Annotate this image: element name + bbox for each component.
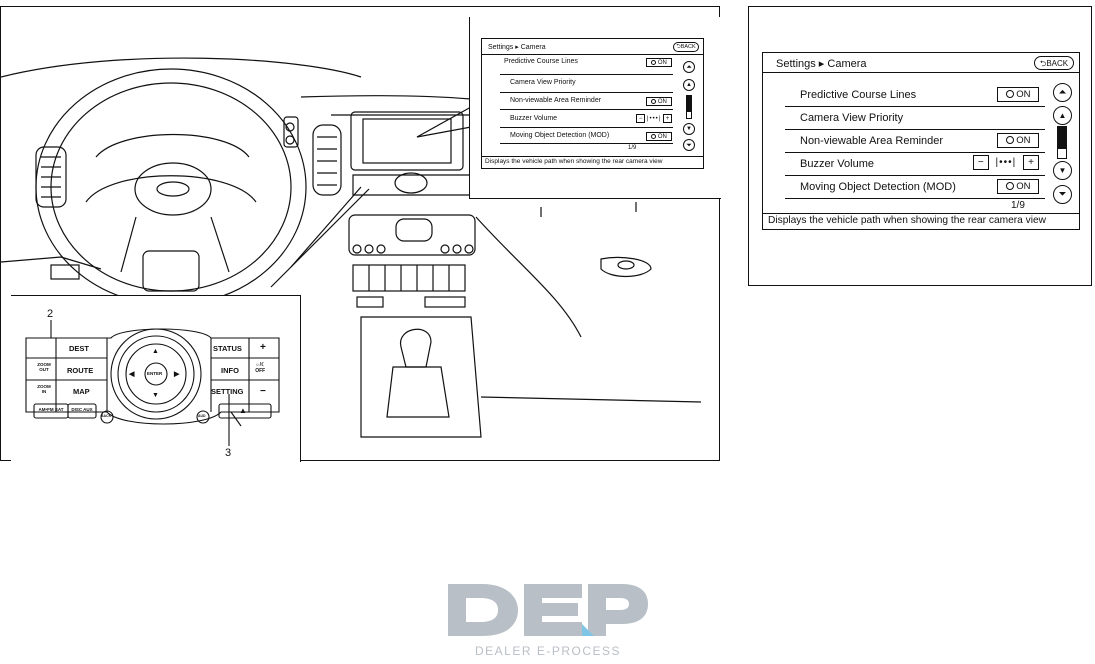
dep-tagline: DEALER E-PROCESS [474,644,622,658]
hazard-icon[interactable]: ▲ [239,406,247,415]
scrollbar-thumb[interactable] [1058,127,1066,149]
down-arrow-icon[interactable]: ▼ [152,392,159,399]
menu-item-moving-object-detection[interactable]: Moving Object Detection (MOD) ON [800,179,1039,197]
disc-aux-button[interactable]: DISC AUX [71,407,93,412]
aud-key[interactable]: AUD [198,414,206,418]
volume-down-button[interactable]: − [636,114,646,123]
page-up-icon[interactable]: ⏶ [683,61,695,73]
toggle-on[interactable]: ON [997,87,1039,102]
info-button[interactable]: INFO [221,366,239,375]
zoom-in-button[interactable]: ZOOM IN [37,384,51,394]
minus-button[interactable]: − [260,386,266,397]
scroll-down-icon[interactable]: ▼ [683,123,695,135]
nav-screen-small: Settings ▸ Camera ⮌BACK Predictive Cours… [481,38,704,169]
scroll-up-icon[interactable]: ▲ [1053,106,1072,125]
toggle-on[interactable]: ON [997,133,1039,148]
callout-3: 3 [225,447,232,459]
scrollbar[interactable] [1057,126,1067,159]
menu-item-non-viewable-area-reminder[interactable]: Non-viewable Area Reminder ON [510,97,672,111]
volume-up-button[interactable]: + [1023,155,1039,170]
scroll-up-icon[interactable]: ▲ [683,79,695,91]
dep-logo: DEALER E-PROCESS [446,580,650,662]
left-arrow-icon[interactable]: ◀ [129,371,135,378]
toggle-on[interactable]: ON [997,179,1039,194]
toggle-on[interactable]: ON [646,97,672,106]
right-arrow-icon[interactable]: ▶ [174,371,180,378]
volume-control[interactable]: − |•••| + [972,155,1039,170]
menu-item-buzzer-volume[interactable]: Buzzer Volume − |•••| + [800,155,1039,174]
volume-up-button[interactable]: + [663,114,672,123]
back-key[interactable]: BACK [101,414,112,418]
status-text: Displays the vehicle path when showing t… [485,158,663,165]
menu-item-predictive-course-lines[interactable]: Predictive Course Lines ON [504,58,672,72]
route-button[interactable]: ROUTE [67,366,94,375]
controller-line-art [25,320,280,446]
zoom-out-button[interactable]: ZOOM OUT [37,362,51,372]
menu-item-non-viewable-area-reminder[interactable]: Non-viewable Area Reminder ON [800,133,1039,151]
dep-logo-mark [448,584,648,636]
volume-meter: |•••| [995,157,1017,168]
menu-item-predictive-course-lines[interactable]: Predictive Course Lines ON [800,87,1039,105]
scrollbar[interactable] [686,95,692,119]
menu-item-camera-view-priority[interactable]: Camera View Priority [510,79,576,86]
volume-down-button[interactable]: − [972,155,989,170]
page-down-icon[interactable]: ⏷ [683,139,695,151]
callout-2: 2 [47,308,54,320]
scrollbar-thumb[interactable] [687,96,691,112]
dashboard-line-art [1,57,711,438]
breadcrumb: Settings ▸ Camera [776,58,867,70]
toggle-on[interactable]: ON [646,58,672,67]
dest-button[interactable]: DEST [69,344,90,353]
controller-inset: DEST ROUTE MAP ZOOM OUT ZOOM IN STATUS I… [11,295,301,462]
status-text: Displays the vehicle path when showing t… [768,215,1047,226]
screen-detail-panel [748,6,1092,286]
back-button[interactable]: ⮌BACK [673,42,699,52]
page-up-icon[interactable]: ⏶ [1053,83,1072,102]
page-indicator: 1/9 [628,145,637,151]
page-indicator: 1/9 [1011,200,1025,211]
map-button[interactable]: MAP [73,387,90,396]
setting-button[interactable]: SETTING [211,387,244,396]
enter-button[interactable]: ENTER [147,371,163,376]
menu-item-buzzer-volume[interactable]: Buzzer Volume − |•••| + [510,114,672,129]
dashboard-illustration: 1 Settings ▸ Camera ⮌BACK Predictive Cou… [0,6,721,462]
nav-screen-large: Settings ▸ Camera ⮌BACK Predictive Cours… [762,52,1080,230]
breadcrumb: Settings ▸ Camera [488,44,546,51]
volume-control[interactable]: − |•••| + [636,114,672,123]
back-button[interactable]: ⮌BACK [1034,56,1074,70]
am-fm-button[interactable]: AM•FM SAT [38,407,64,412]
volume-meter: |•••| [646,115,662,122]
plus-button[interactable]: + [260,342,266,353]
menu-item-moving-object-detection[interactable]: Moving Object Detection (MOD) ON [510,132,672,146]
menu-item-camera-view-priority[interactable]: Camera View Priority [800,112,904,124]
page-down-icon[interactable]: ⏷ [1053,185,1072,204]
toggle-on[interactable]: ON [646,132,672,141]
status-button[interactable]: STATUS [213,344,242,353]
scroll-down-icon[interactable]: ▼ [1053,161,1072,180]
up-arrow-icon[interactable]: ▲ [152,348,159,355]
day-night-button[interactable]: ☼/☾OFF [255,362,266,374]
